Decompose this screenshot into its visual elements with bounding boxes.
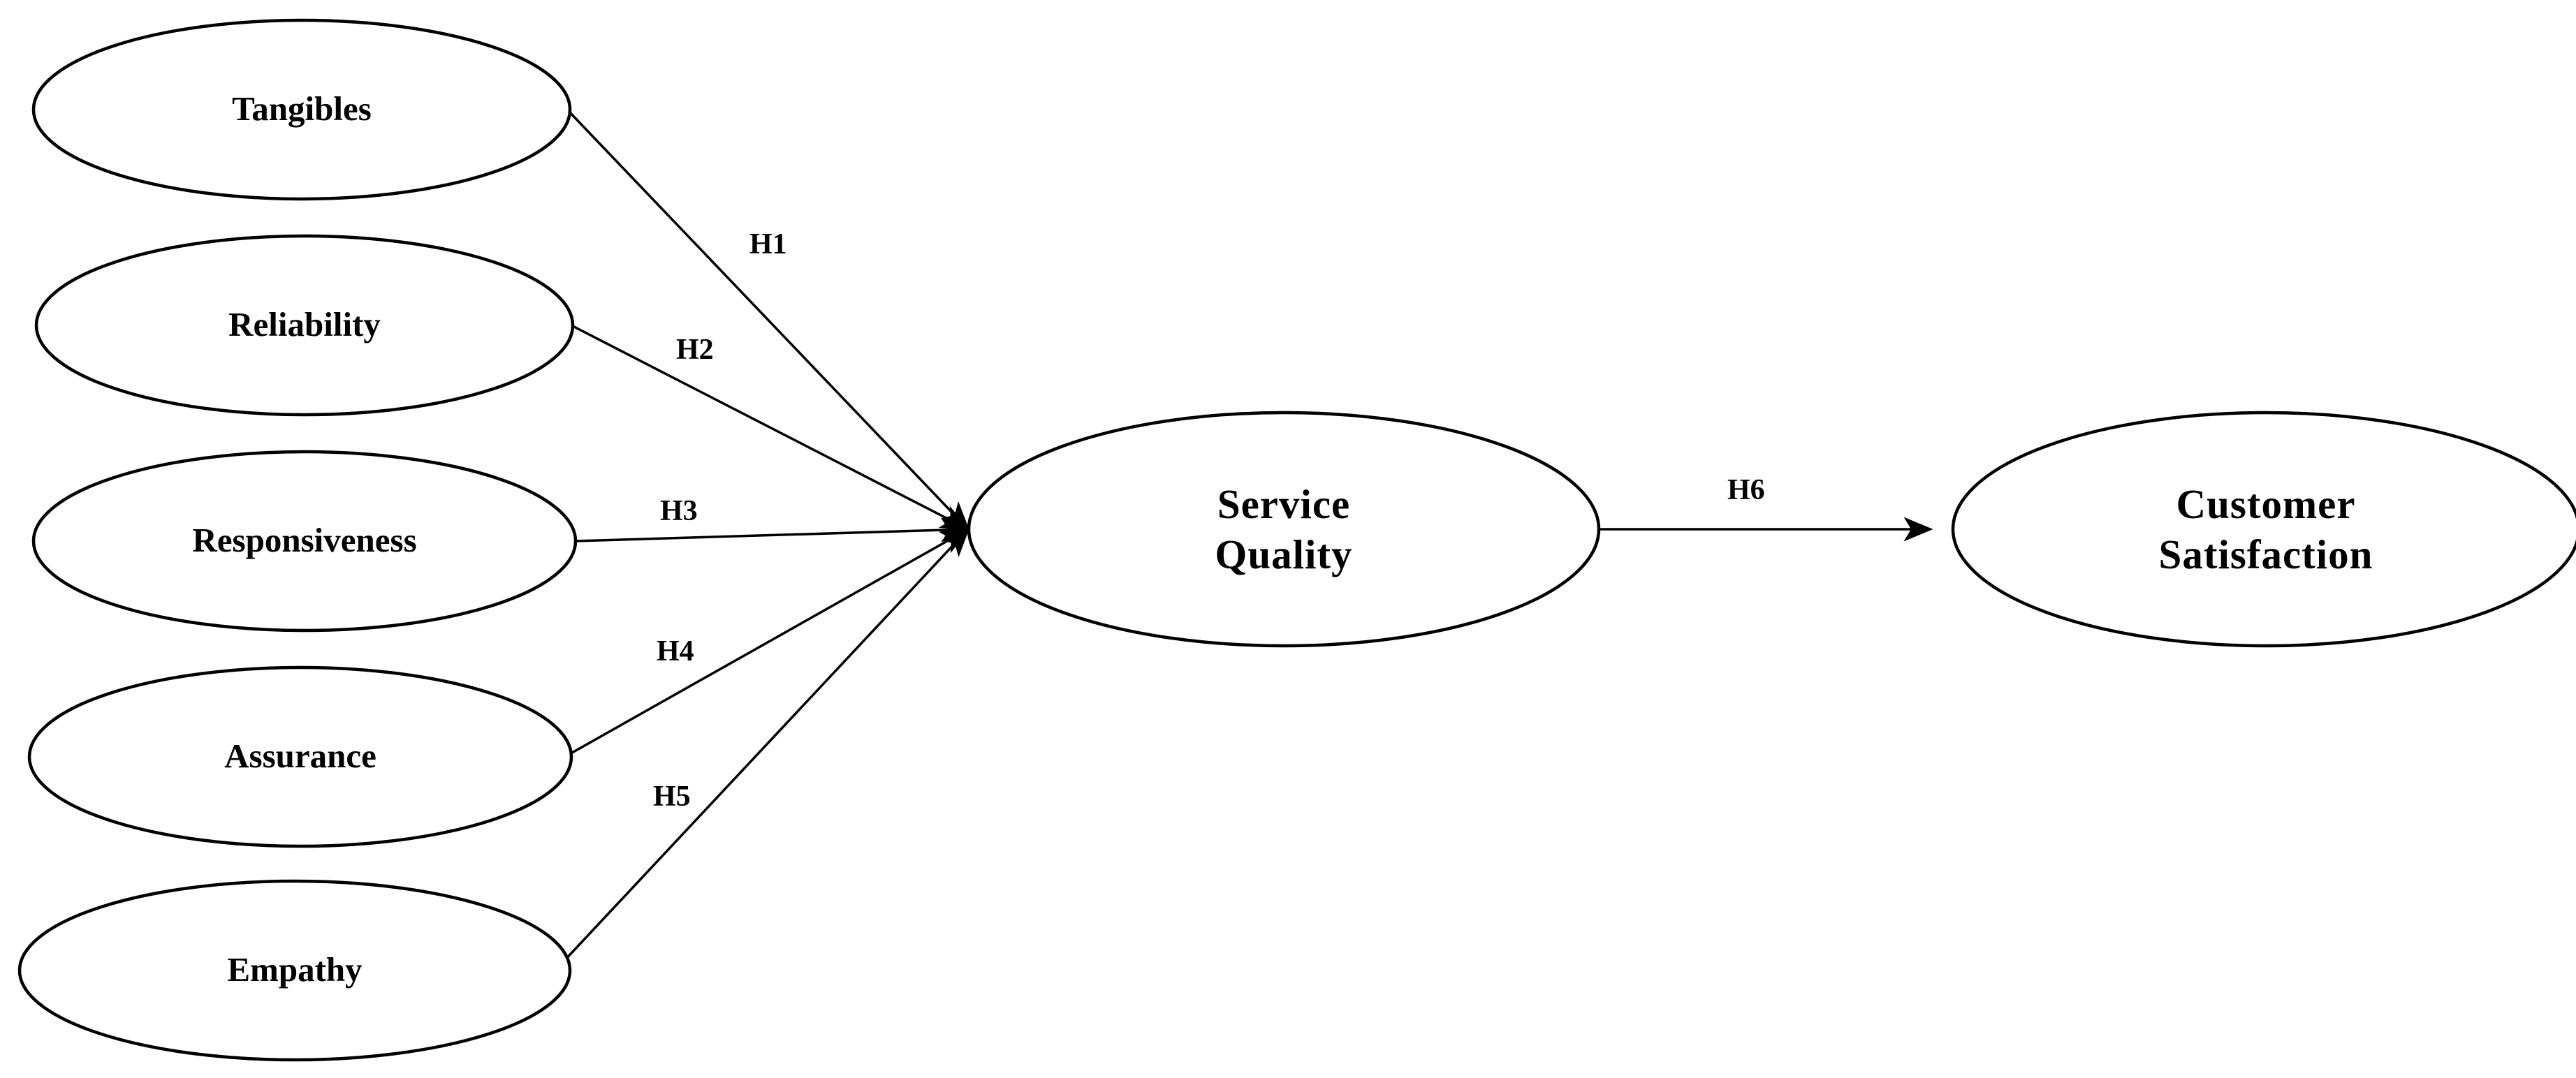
- edge-labels: H1 H2 H3 H4 H5 H6: [653, 228, 1765, 813]
- node-responsiveness: Responsiveness: [31, 450, 578, 633]
- edge-label-h5: H5: [653, 781, 691, 813]
- node-reliability: Reliability: [34, 234, 575, 417]
- node-customer-satisfaction-label-line1: Customer: [2176, 481, 2355, 527]
- node-reliability-label: Reliability: [228, 305, 381, 344]
- node-assurance-ellipse: [27, 665, 573, 848]
- node-assurance: Assurance: [27, 665, 573, 848]
- edge-h3-responsiveness-to-service-quality: [573, 517, 971, 542]
- node-service-quality-label-line1: Service: [1217, 481, 1350, 527]
- edge-h2-reliability-to-service-quality: [571, 324, 971, 531]
- node-customer-satisfaction-label-line2: Satisfaction: [2159, 531, 2373, 577]
- node-customer-satisfaction: Customer Satisfaction: [1951, 411, 2576, 648]
- node-reliability-ellipse: [34, 234, 575, 417]
- edge-label-h1: H1: [749, 228, 787, 260]
- node-empathy: Empathy: [17, 879, 572, 1062]
- node-empathy-label: Empathy: [227, 950, 363, 989]
- edge-h1-tangibles-to-service-quality: [566, 108, 970, 531]
- node-customer-satisfaction-ellipse: [1951, 411, 2576, 648]
- edge-label-h3: H3: [660, 495, 698, 527]
- edges: [562, 108, 1933, 963]
- node-service-quality-ellipse: [967, 411, 1601, 648]
- node-service-quality-label-line2: Quality: [1215, 531, 1352, 577]
- node-service-quality: Service Quality: [967, 411, 1601, 648]
- node-assurance-label: Assurance: [224, 737, 376, 775]
- edge-h4-assurance-to-service-quality: [566, 528, 971, 757]
- node-tangibles-ellipse: [31, 18, 572, 201]
- node-tangibles-label: Tangibles: [232, 89, 372, 128]
- edge-h5-empathy-to-service-quality: [562, 527, 970, 963]
- node-tangibles: Tangibles: [31, 18, 572, 201]
- node-empathy-ellipse: [17, 879, 572, 1062]
- node-responsiveness-label: Responsiveness: [192, 521, 416, 559]
- edge-label-h2: H2: [676, 334, 714, 366]
- node-responsiveness-ellipse: [31, 450, 578, 633]
- edge-label-h4: H4: [657, 635, 694, 667]
- edge-label-h6: H6: [1727, 474, 1765, 506]
